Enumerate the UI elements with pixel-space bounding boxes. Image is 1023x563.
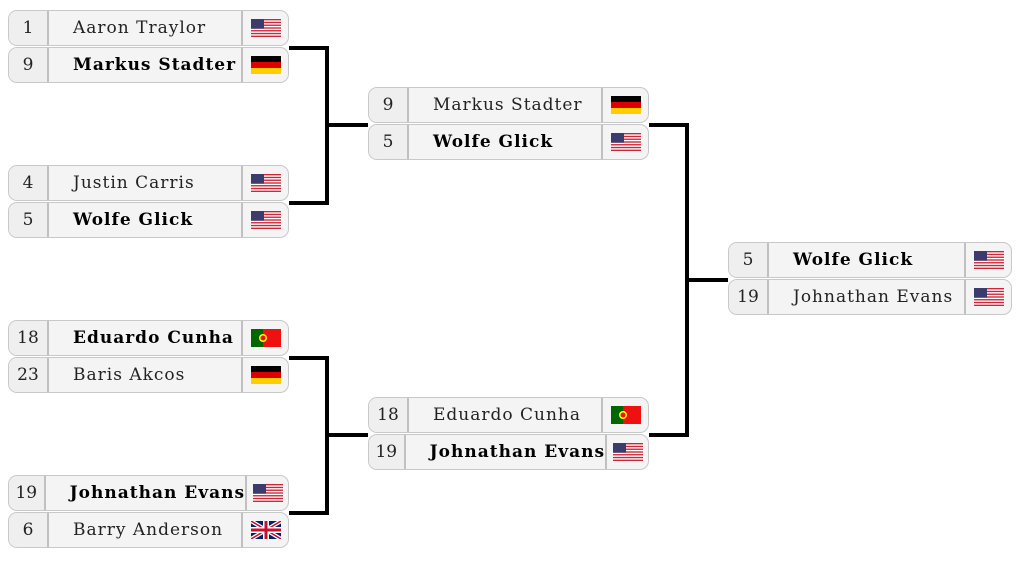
- bracket-connector: [685, 278, 728, 282]
- player-name: Wolfe Glick: [73, 210, 194, 230]
- player-name: Eduardo Cunha: [73, 328, 234, 348]
- player-name: Johnathan Evans: [429, 442, 606, 462]
- player-row[interactable]: 5 Wolfe Glick: [368, 124, 649, 160]
- seed: 5: [9, 203, 49, 237]
- flag-de-icon: [241, 358, 288, 392]
- seed: 23: [9, 358, 49, 392]
- player-name: Baris Akcos: [73, 365, 186, 385]
- flag-us-icon: [964, 280, 1011, 314]
- seed: 18: [369, 398, 409, 432]
- player-name: Aaron Traylor: [73, 18, 207, 38]
- player-row[interactable]: 1 Aaron Traylor: [8, 10, 289, 46]
- match: 18 Eduardo Cunha 23 Baris Akcos: [8, 320, 289, 394]
- flag-us-icon: [241, 11, 288, 45]
- flag-us-icon: [241, 203, 288, 237]
- bracket-connector: [649, 123, 689, 127]
- match: 9 Markus Stadter 5 Wolfe Glick: [368, 87, 649, 161]
- flag-pt-icon: [601, 398, 648, 432]
- bracket-connector: [289, 511, 329, 515]
- bracket-connector: [325, 123, 368, 127]
- seed: 19: [369, 435, 406, 469]
- bracket-connector: [289, 46, 329, 50]
- flag-us-icon: [245, 476, 288, 510]
- seed: 18: [9, 321, 49, 355]
- seed: 6: [9, 513, 49, 547]
- flag-gb-icon: [241, 513, 288, 547]
- seed: 5: [729, 243, 769, 277]
- match: 5 Wolfe Glick 19 Johnathan Evans: [728, 242, 1012, 316]
- match: 1 Aaron Traylor 9 Markus Stadter: [8, 10, 289, 84]
- flag-de-icon: [241, 48, 288, 82]
- seed: 1: [9, 11, 49, 45]
- player-row[interactable]: 6 Barry Anderson: [8, 512, 289, 548]
- player-row[interactable]: 19 Johnathan Evans: [8, 475, 289, 511]
- player-name: Johnathan Evans: [69, 483, 246, 503]
- player-row[interactable]: 5 Wolfe Glick: [728, 242, 1012, 278]
- player-name: Markus Stadter: [73, 55, 237, 75]
- bracket-connector: [289, 356, 329, 360]
- player-name: Wolfe Glick: [793, 250, 914, 270]
- player-row[interactable]: 19 Johnathan Evans: [368, 434, 649, 470]
- player-row[interactable]: 9 Markus Stadter: [368, 87, 649, 123]
- seed: 5: [369, 125, 409, 159]
- flag-pt-icon: [241, 321, 288, 355]
- player-row[interactable]: 18 Eduardo Cunha: [368, 397, 649, 433]
- player-name: Wolfe Glick: [433, 132, 554, 152]
- player-name: Eduardo Cunha: [433, 405, 582, 425]
- seed: 9: [369, 88, 409, 122]
- player-row[interactable]: 18 Eduardo Cunha: [8, 320, 289, 356]
- seed: 19: [9, 476, 46, 510]
- player-name: Markus Stadter: [433, 95, 583, 115]
- player-name: Barry Anderson: [73, 520, 224, 540]
- bracket-connector: [289, 201, 329, 205]
- seed: 4: [9, 166, 49, 200]
- match: 18 Eduardo Cunha 19 Johnathan Evans: [368, 397, 649, 471]
- player-row[interactable]: 9 Markus Stadter: [8, 47, 289, 83]
- seed: 9: [9, 48, 49, 82]
- seed: 19: [729, 280, 769, 314]
- flag-us-icon: [241, 166, 288, 200]
- player-name: Justin Carris: [73, 173, 195, 193]
- player-row[interactable]: 5 Wolfe Glick: [8, 202, 289, 238]
- player-row[interactable]: 19 Johnathan Evans: [728, 279, 1012, 315]
- flag-de-icon: [601, 88, 648, 122]
- player-row[interactable]: 23 Baris Akcos: [8, 357, 289, 393]
- player-name: Johnathan Evans: [793, 287, 954, 307]
- flag-us-icon: [605, 435, 648, 469]
- match: 19 Johnathan Evans 6 Barry Anderson: [8, 475, 289, 549]
- flag-us-icon: [964, 243, 1011, 277]
- flag-us-icon: [601, 125, 648, 159]
- bracket-connector: [649, 433, 689, 437]
- player-row[interactable]: 4 Justin Carris: [8, 165, 289, 201]
- match: 4 Justin Carris 5 Wolfe Glick: [8, 165, 289, 239]
- bracket-connector: [325, 433, 368, 437]
